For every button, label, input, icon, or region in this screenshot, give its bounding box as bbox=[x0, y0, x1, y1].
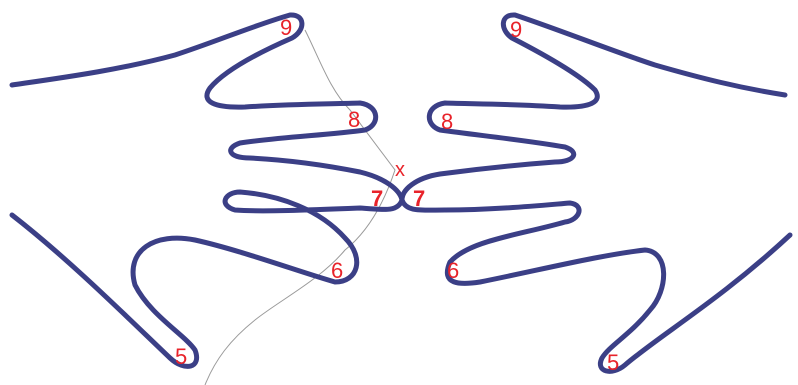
right-hand-outline bbox=[402, 15, 790, 371]
center-x-mark: x bbox=[395, 159, 405, 181]
left-label-7: 7 bbox=[371, 186, 383, 211]
right-label-5: 5 bbox=[607, 350, 619, 375]
right-label-6: 6 bbox=[447, 258, 459, 283]
left-label-5: 5 bbox=[175, 344, 187, 369]
left-label-8: 8 bbox=[348, 107, 360, 132]
right-label-7: 7 bbox=[413, 186, 425, 211]
right-label-8: 8 bbox=[441, 109, 453, 134]
left-hand-outline bbox=[12, 15, 402, 366]
left-label-9: 9 bbox=[280, 15, 292, 40]
right-label-9: 9 bbox=[510, 17, 522, 42]
left-label-6: 6 bbox=[331, 258, 343, 283]
